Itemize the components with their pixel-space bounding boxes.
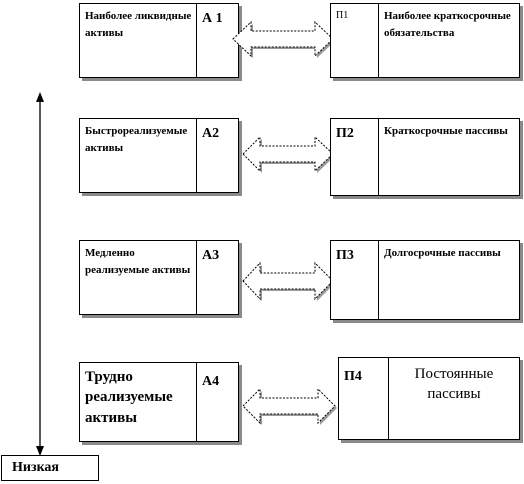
asset-code: А2: [196, 119, 238, 192]
liability-box-p2: П2 Краткосрочные пассивы: [330, 118, 520, 196]
asset-label: Трудно реализуемые активы: [85, 369, 173, 426]
asset-code: А 1: [196, 4, 238, 77]
axis-arrow-down-icon: [36, 446, 44, 456]
liability-label: Наиболее краткосрочные обязательства: [378, 4, 519, 77]
liability-box-p4: П4 Постоянные пассивы: [338, 357, 520, 440]
double-arrow-row4: [242, 387, 337, 425]
asset-box-a3: Медленно реализуемые активы А3: [79, 240, 239, 315]
vertical-liquidity-axis: [36, 92, 44, 456]
liability-code: П4: [344, 369, 362, 384]
asset-box-a2: Быстрореализуемые активы А2: [79, 118, 239, 193]
axis-bottom-label: Низкая: [1, 455, 99, 481]
liability-box-p3: П3 Долгосрочные пассивы: [330, 240, 520, 320]
asset-code: А4: [196, 363, 238, 441]
double-arrow-row3: [242, 261, 335, 301]
liability-label: Долгосрочные пассивы: [378, 241, 519, 319]
liability-label: Постоянные пассивы: [388, 358, 519, 439]
asset-code: А3: [196, 241, 238, 314]
asset-label: Наиболее ликвидные активы: [85, 10, 192, 40]
double-arrow-row2: [242, 135, 335, 173]
asset-box-a1: Наиболее ликвидные активы А 1: [79, 3, 239, 78]
asset-label: Медленно реализуемые активы: [85, 247, 191, 277]
asset-box-a4: Трудно реализуемые активы А4: [79, 362, 239, 442]
double-arrow-row1: [232, 20, 335, 58]
liability-code: П3: [336, 248, 354, 263]
axis-arrow-up-icon: [36, 92, 44, 102]
liability-label: Краткосрочные пассивы: [378, 119, 519, 195]
liability-code: П2: [336, 126, 354, 141]
liability-box-p1: П1 Наиболее краткосрочные обязательства: [330, 3, 520, 78]
liability-code: П1: [336, 10, 349, 21]
asset-label: Быстрореализуемые активы: [85, 125, 188, 155]
